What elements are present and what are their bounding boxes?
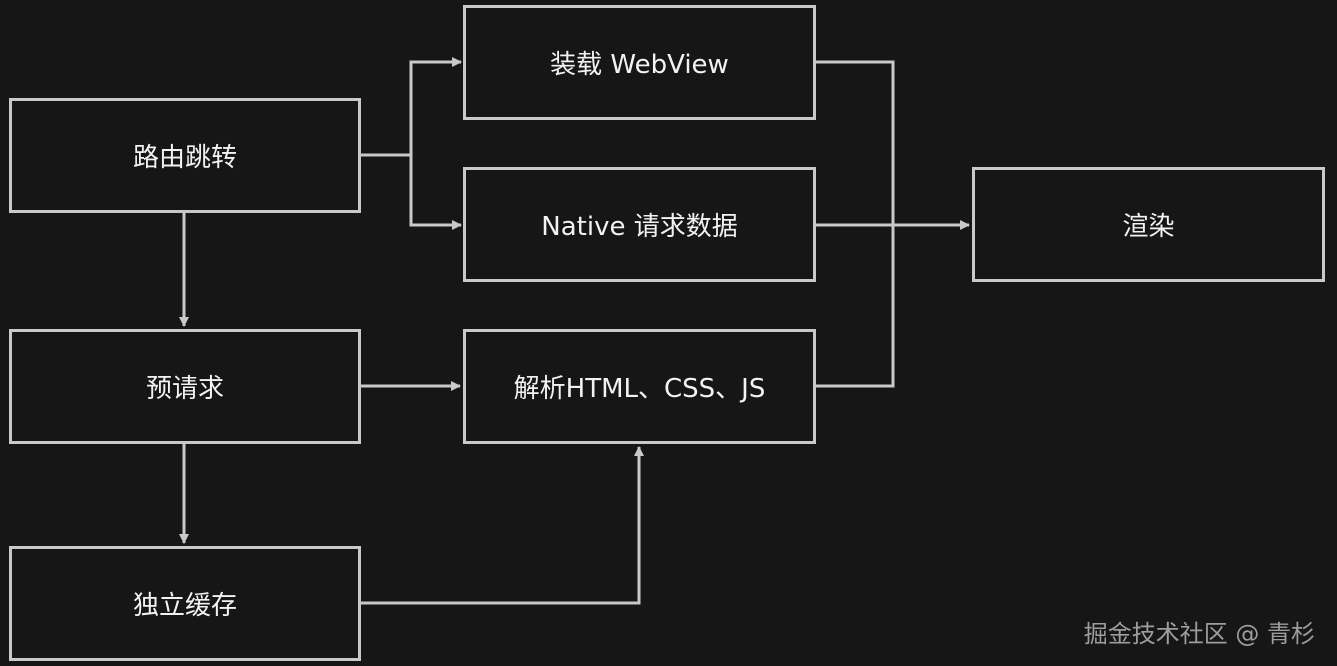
route-jump-label: 路由跳转 [132,143,237,173]
connector-webview-to-merge [816,60,895,225]
render-label: 渲染 [1122,212,1175,242]
native-request-node: Native 请求数据 [463,167,816,282]
independent-cache-label: 独立缓存 [132,591,237,621]
route-jump-node: 路由跳转 [9,98,361,213]
connector-parse-to-merge [816,225,895,388]
load-webview-label: 装载 WebView [550,50,729,80]
parse-html-css-js-node: 解析HTML、CSS、JS [463,329,816,444]
load-webview-node: 装载 WebView [463,5,816,120]
connector-cache-to-parse [361,446,644,605]
pre-request-label: 预请求 [145,374,224,404]
connector-route-to-native [409,155,462,230]
connector-route-to-webview [409,57,462,155]
native-request-label: Native 请求数据 [541,212,738,242]
independent-cache-node: 独立缓存 [9,546,361,661]
pre-request-node: 预请求 [9,329,361,444]
render-node: 渲染 [972,167,1325,282]
watermark: 掘金技术社区 @ 青杉 [1083,620,1315,648]
parse-html-css-js-label: 解析HTML、CSS、JS [513,374,766,404]
